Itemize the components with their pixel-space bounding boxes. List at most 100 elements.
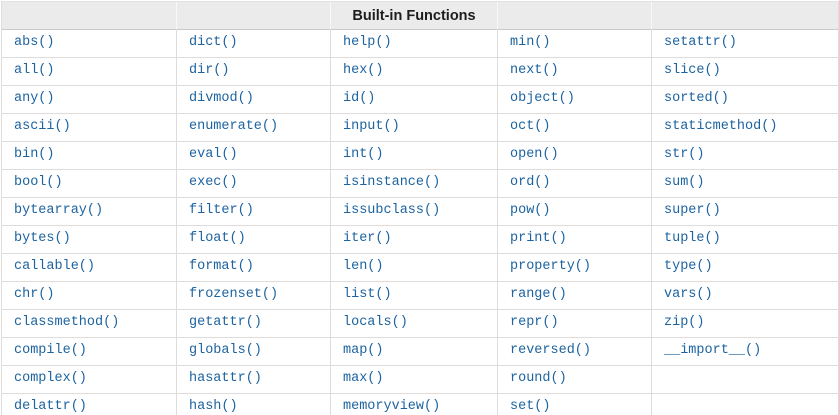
- function-link-bin[interactable]: bin(): [14, 147, 55, 162]
- function-link-frozenset[interactable]: frozenset(): [189, 287, 279, 302]
- function-link-bytearray[interactable]: bytearray(): [14, 203, 104, 218]
- function-link-oct[interactable]: oct(): [510, 119, 551, 134]
- function-link-hasattr[interactable]: hasattr(): [189, 371, 262, 386]
- function-link-compile[interactable]: compile(): [14, 343, 87, 358]
- function-link-len[interactable]: len(): [343, 259, 384, 274]
- table-cell: round(): [498, 366, 652, 394]
- table-cell: min(): [498, 30, 652, 58]
- function-link-reversed[interactable]: reversed(): [510, 343, 592, 358]
- function-link-vars[interactable]: vars(): [664, 287, 713, 302]
- function-link-help[interactable]: help(): [343, 35, 392, 50]
- function-link-property[interactable]: property(): [510, 259, 592, 274]
- function-link-classmethod[interactable]: classmethod(): [14, 315, 120, 330]
- function-link-super[interactable]: super(): [664, 203, 721, 218]
- function-link-str[interactable]: str(): [664, 147, 705, 162]
- function-link-next[interactable]: next(): [510, 63, 559, 78]
- table-row: complex() hasattr() max() round(): [2, 366, 839, 394]
- table-cell: property(): [498, 254, 652, 282]
- function-link-object[interactable]: object(): [510, 91, 575, 106]
- function-link-divmod[interactable]: divmod(): [189, 91, 254, 106]
- function-link-any[interactable]: any(): [14, 91, 55, 106]
- function-link-eval[interactable]: eval(): [189, 147, 238, 162]
- function-link-max[interactable]: max(): [343, 371, 384, 386]
- function-link-iter[interactable]: iter(): [343, 231, 392, 246]
- function-link-callable[interactable]: callable(): [14, 259, 96, 274]
- table-cell: delattr(): [2, 394, 177, 415]
- function-link-pow[interactable]: pow(): [510, 203, 551, 218]
- table-cell: id(): [331, 86, 498, 114]
- function-link-filter[interactable]: filter(): [189, 203, 254, 218]
- function-link-enumerate[interactable]: enumerate(): [189, 119, 279, 134]
- table-row: compile() globals() map() reversed() __impor…: [2, 338, 839, 366]
- function-link-sorted[interactable]: sorted(): [664, 91, 729, 106]
- function-link-format[interactable]: format(): [189, 259, 254, 274]
- function-link-sum[interactable]: sum(): [664, 175, 705, 190]
- function-link-__import__[interactable]: __import__(): [664, 343, 762, 358]
- function-link-exec[interactable]: exec(): [189, 175, 238, 190]
- function-link-bytes[interactable]: bytes(): [14, 231, 71, 246]
- table-cell: next(): [498, 58, 652, 86]
- function-link-hash[interactable]: hash(): [189, 399, 238, 414]
- function-link-hex[interactable]: hex(): [343, 63, 384, 78]
- function-link-min[interactable]: min(): [510, 35, 551, 50]
- header-cell-empty: [652, 2, 839, 30]
- function-link-setattr[interactable]: setattr(): [664, 35, 737, 50]
- function-link-delattr[interactable]: delattr(): [14, 399, 87, 414]
- function-link-dir[interactable]: dir(): [189, 63, 230, 78]
- table-cell: divmod(): [177, 86, 331, 114]
- function-link-isinstance[interactable]: isinstance(): [343, 175, 441, 190]
- function-link-ord[interactable]: ord(): [510, 175, 551, 190]
- table-cell: float(): [177, 226, 331, 254]
- table-row: ascii() enumerate() input() oct() staticmeth…: [2, 114, 839, 142]
- function-link-float[interactable]: float(): [189, 231, 246, 246]
- function-link-round[interactable]: round(): [510, 371, 567, 386]
- function-link-zip[interactable]: zip(): [664, 315, 705, 330]
- table-cell: hash(): [177, 394, 331, 415]
- table-row: bytes() float() iter() print() tuple(): [2, 226, 839, 254]
- table-cell: ord(): [498, 170, 652, 198]
- function-link-memoryview[interactable]: memoryview(): [343, 399, 441, 414]
- table-cell: getattr(): [177, 310, 331, 338]
- table-cell: bytes(): [2, 226, 177, 254]
- function-link-set[interactable]: set(): [510, 399, 551, 414]
- function-link-locals[interactable]: locals(): [343, 315, 408, 330]
- function-link-input[interactable]: input(): [343, 119, 400, 134]
- table-cell: [652, 394, 839, 415]
- function-link-type[interactable]: type(): [664, 259, 713, 274]
- table-row: bool() exec() isinstance() ord() sum(): [2, 170, 839, 198]
- function-link-id[interactable]: id(): [343, 91, 376, 106]
- function-link-chr[interactable]: chr(): [14, 287, 55, 302]
- header-cell-empty: [2, 2, 177, 30]
- table-row: bin() eval() int() open() str(): [2, 142, 839, 170]
- table-cell: setattr(): [652, 30, 839, 58]
- table-cell: [652, 366, 839, 394]
- function-link-staticmethod[interactable]: staticmethod(): [664, 119, 778, 134]
- table-cell: staticmethod(): [652, 114, 839, 142]
- function-link-range[interactable]: range(): [510, 287, 567, 302]
- function-link-tuple[interactable]: tuple(): [664, 231, 721, 246]
- function-link-open[interactable]: open(): [510, 147, 559, 162]
- function-link-abs[interactable]: abs(): [14, 35, 55, 50]
- function-link-complex[interactable]: complex(): [14, 371, 87, 386]
- table-row: delattr() hash() memoryview() set(): [2, 394, 839, 415]
- table-cell: vars(): [652, 282, 839, 310]
- function-link-bool[interactable]: bool(): [14, 175, 63, 190]
- table-cell: object(): [498, 86, 652, 114]
- function-link-slice[interactable]: slice(): [664, 63, 721, 78]
- function-link-repr[interactable]: repr(): [510, 315, 559, 330]
- function-link-all[interactable]: all(): [14, 63, 55, 78]
- function-link-list[interactable]: list(): [343, 287, 392, 302]
- function-link-ascii[interactable]: ascii(): [14, 119, 71, 134]
- table-cell: map(): [331, 338, 498, 366]
- function-link-dict[interactable]: dict(): [189, 35, 238, 50]
- function-link-map[interactable]: map(): [343, 343, 384, 358]
- function-link-getattr[interactable]: getattr(): [189, 315, 262, 330]
- table-cell: issubclass(): [331, 198, 498, 226]
- table-row: chr() frozenset() list() range() vars(): [2, 282, 839, 310]
- function-link-int[interactable]: int(): [343, 147, 384, 162]
- function-link-print[interactable]: print(): [510, 231, 567, 246]
- table-cell: enumerate(): [177, 114, 331, 142]
- function-link-globals[interactable]: globals(): [189, 343, 262, 358]
- function-link-issubclass[interactable]: issubclass(): [343, 203, 441, 218]
